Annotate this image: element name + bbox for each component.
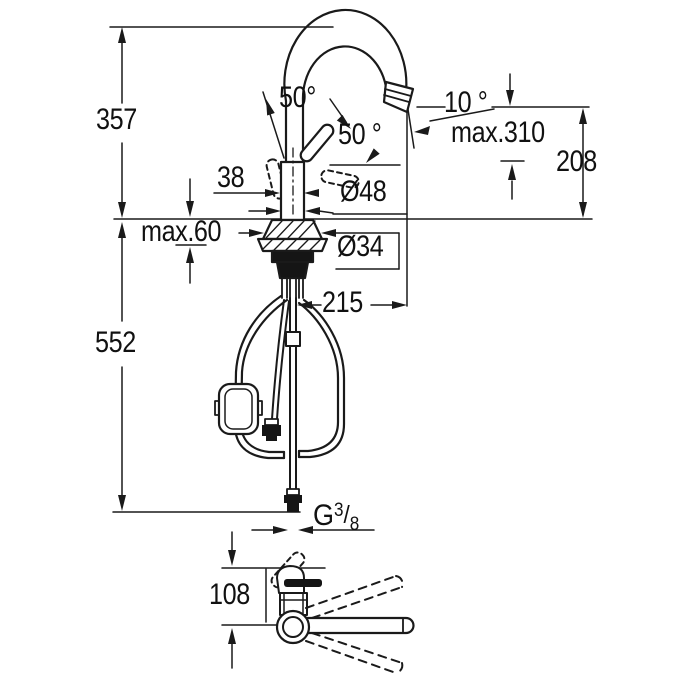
hatching xyxy=(261,220,321,251)
left-hose-inner xyxy=(239,298,289,454)
dim-base-diameter: Ø48 xyxy=(340,175,387,208)
spout-topview xyxy=(305,616,415,635)
handle-lever-topview xyxy=(284,579,322,587)
right-hose-outer xyxy=(297,298,346,459)
dim-max-height: max.310 xyxy=(451,116,545,149)
handle-lever xyxy=(299,123,335,163)
mounting-hardware xyxy=(256,218,329,299)
thread-prefix: G xyxy=(313,499,335,532)
dim-thread-size: G3/8 xyxy=(313,499,360,535)
faucet-side-view xyxy=(214,8,415,512)
dim-spout-reach: 215 xyxy=(322,286,363,319)
counterweight xyxy=(214,382,263,436)
pipe-collar xyxy=(285,331,301,347)
thread-connector xyxy=(286,488,300,496)
dim-hole-diameter: Ø34 xyxy=(337,230,384,263)
left-hose-outer xyxy=(233,294,286,460)
mounting-nut xyxy=(270,249,315,264)
shank-cone xyxy=(275,260,310,280)
thread-numerator: 3 xyxy=(334,500,344,521)
handle-dashed-topview xyxy=(270,551,306,589)
dim-lever-swing-right: 50 ° xyxy=(338,118,382,151)
spout-pivot-inner xyxy=(282,616,304,638)
connection-pipe xyxy=(284,297,302,512)
dim-lever-swing-left: 50° xyxy=(279,81,316,114)
thread-denominator: 8 xyxy=(349,514,360,535)
spout-pivot-outer xyxy=(275,609,311,645)
dim-body-width: 38 xyxy=(217,161,245,194)
right-hose-inner xyxy=(297,301,340,453)
supply-hoses xyxy=(233,294,346,460)
dim-outlet-angle: 10 ° xyxy=(444,86,488,119)
dim-max-deck-thickness: max.60 xyxy=(141,215,222,248)
dim-spout-height: 208 xyxy=(556,145,597,178)
spout-arc-inner xyxy=(301,45,389,165)
dim-handle-depth: 108 xyxy=(209,578,250,611)
faucet-top-view xyxy=(270,551,415,674)
spout-arc-outer xyxy=(283,8,408,165)
spray-hose-connector xyxy=(264,418,279,426)
supply-pipes xyxy=(281,277,304,299)
dim-overall-height: 357 xyxy=(96,103,137,136)
pullout-spray-hose xyxy=(262,299,290,441)
handle-dashed-right xyxy=(320,169,360,189)
spout-swivel-dashed-down xyxy=(305,632,404,674)
dim-hose-length: 552 xyxy=(95,326,136,359)
mounting-washer xyxy=(256,237,329,253)
spout-swivel-dashed-up xyxy=(305,575,404,619)
dimension-arrowheads xyxy=(118,27,587,644)
thread-slash: / xyxy=(343,501,350,529)
outlet-angle-leader xyxy=(429,108,495,122)
